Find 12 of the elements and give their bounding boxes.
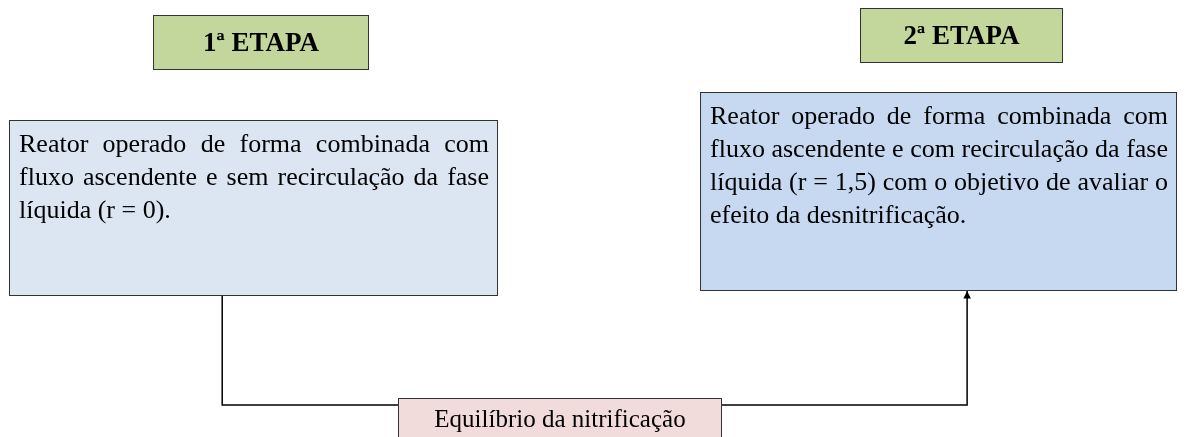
description-text: Equilíbrio da nitrificação [433,405,687,433]
description-text: Reator operado de forma combinada com fluxo ascendente e com recirculação da fase líquida (r = 1,5) com o objetivo de avaliar o efeito da desnitrificação. [710,100,1168,231]
stage-title: 1ª ETAPA [203,27,319,58]
connector-line [221,295,399,406]
description-box [9,120,498,296]
stage-box [860,8,1063,63]
process-box [398,398,722,437]
description-text: Reator operado de forma combinada com fluxo ascendente e sem recirculação da fase líquida (r = 0). [19,128,489,226]
stage-box [153,15,369,70]
description-box [700,92,1177,291]
stage-title: 2ª ETAPA [903,20,1020,51]
arrow [721,290,971,406]
